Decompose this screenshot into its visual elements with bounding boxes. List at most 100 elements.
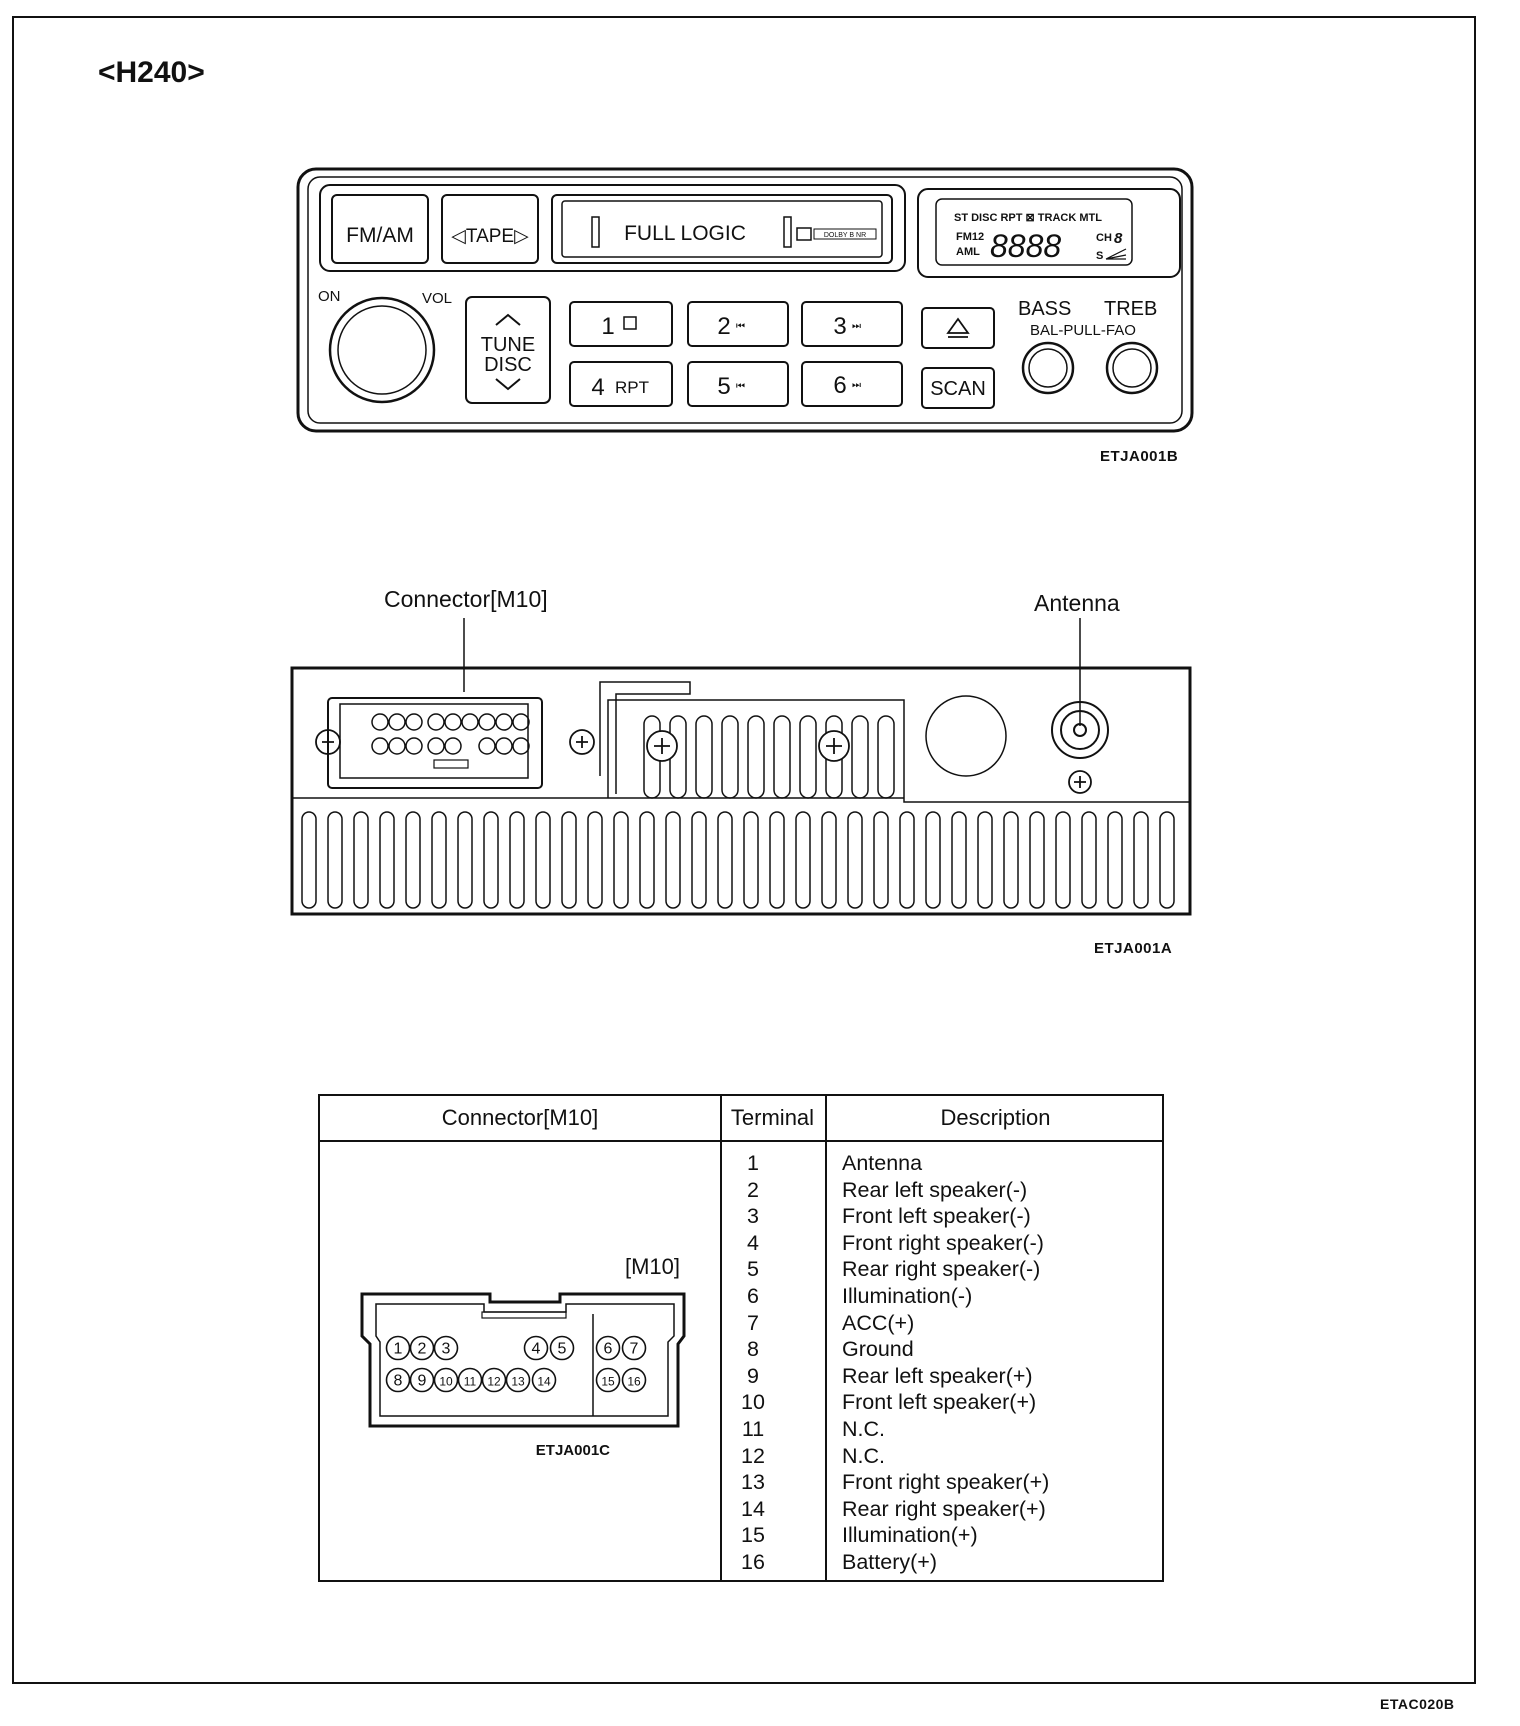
connector-pin: 13 bbox=[505, 1367, 531, 1393]
connector-pin: 9 bbox=[409, 1367, 435, 1393]
display-digits: 8888 bbox=[990, 228, 1061, 264]
table-row: 5 Rear right speaker(-) bbox=[320, 1256, 1162, 1283]
preset-5-label: 5 bbox=[717, 373, 730, 400]
screw-icon bbox=[818, 730, 850, 762]
terminal-cell: 5 bbox=[747, 1257, 759, 1282]
head-unit-front: FM/AM ◁TAPE▷ FULL LOGIC DOLBY B NR ST DI… bbox=[296, 167, 1194, 433]
dolby-icon bbox=[796, 227, 812, 241]
preset-4-button[interactable]: 4 RPT bbox=[569, 361, 673, 407]
preset-6-button[interactable]: 6 ⏭ bbox=[801, 361, 903, 407]
display-fm12: FM12 bbox=[956, 231, 984, 243]
connector-pin: 2 bbox=[409, 1335, 435, 1361]
forward-icon: ⏭ bbox=[852, 321, 861, 332]
display-ch-digit: 8 bbox=[1114, 230, 1123, 247]
terminal-cell: 8 bbox=[747, 1337, 759, 1362]
pin-number: 14 bbox=[537, 1375, 551, 1389]
rear-port-hole bbox=[925, 695, 1007, 777]
tape-button[interactable]: ◁TAPE▷ bbox=[441, 194, 539, 264]
description-cell: N.C. bbox=[842, 1416, 885, 1441]
pin-number: 13 bbox=[511, 1375, 525, 1389]
pin-number: 4 bbox=[532, 1341, 541, 1358]
description-cell: Ground bbox=[842, 1337, 914, 1362]
connector-m10-label: [M10] bbox=[625, 1254, 680, 1279]
preset-3-button[interactable]: 3 ⏭ bbox=[801, 301, 903, 347]
header-terminal: Terminal bbox=[730, 1105, 815, 1130]
eject-icon bbox=[946, 317, 970, 338]
header-connector: Connector[M10] bbox=[441, 1105, 599, 1130]
terminal-cell: 11 bbox=[741, 1416, 765, 1441]
bass-knob[interactable] bbox=[1021, 341, 1075, 395]
connector-pin: 5 bbox=[549, 1335, 575, 1361]
pin-number: 5 bbox=[558, 1341, 567, 1358]
connector-pin: 12 bbox=[481, 1367, 507, 1393]
tune-disc-button[interactable]: TUNE DISC bbox=[465, 296, 551, 404]
preset-1-icon bbox=[623, 316, 637, 330]
connector-pin: 16 bbox=[621, 1367, 647, 1393]
preset-1-button[interactable]: 1 bbox=[569, 301, 673, 347]
chevron-down-icon bbox=[495, 378, 521, 391]
screw-icon bbox=[569, 729, 595, 755]
description-cell: Illumination(+) bbox=[842, 1523, 978, 1548]
pin-number: 12 bbox=[487, 1375, 501, 1389]
pin-number: 11 bbox=[464, 1375, 477, 1389]
display-s: S bbox=[1096, 250, 1103, 262]
table-row: 8 Ground bbox=[320, 1336, 1162, 1363]
scan-label: SCAN bbox=[930, 378, 986, 400]
connector-housing bbox=[360, 1292, 686, 1428]
screw-icon bbox=[315, 729, 341, 755]
lcd-display: ST DISC RPT ⊠ TRACK MTL FM12 AML 8888 CH… bbox=[917, 188, 1181, 278]
antenna-label: Antenna bbox=[1034, 590, 1120, 616]
preset-2-button[interactable]: 2 ⏮ bbox=[687, 301, 789, 347]
description-cell: Front left speaker(+) bbox=[842, 1390, 1037, 1415]
volume-knob[interactable] bbox=[328, 296, 436, 404]
faceplate-inner bbox=[307, 176, 1183, 424]
signal-icon bbox=[1105, 248, 1127, 260]
page-frame bbox=[12, 16, 1476, 1684]
connector-pin: 8 bbox=[385, 1367, 411, 1393]
pin-number: 1 bbox=[394, 1341, 403, 1358]
preset-4-label: 4 bbox=[591, 374, 604, 401]
connector-pin: 3 bbox=[433, 1335, 459, 1361]
display-aml: AML bbox=[956, 246, 980, 258]
rear-view bbox=[290, 618, 1192, 916]
preset-2-label: 2 bbox=[717, 313, 730, 340]
eject-button[interactable] bbox=[921, 307, 995, 349]
connector-pin: 7 bbox=[621, 1335, 647, 1361]
rear-connector-label: Connector[M10] bbox=[384, 586, 548, 612]
treble-knob[interactable] bbox=[1105, 341, 1159, 395]
rewind-icon: ⏮ bbox=[736, 381, 745, 392]
preset-3-label: 3 bbox=[833, 313, 846, 340]
bass-label: BASS bbox=[1018, 298, 1071, 320]
description-cell: Rear right speaker(-) bbox=[842, 1257, 1041, 1282]
scan-button[interactable]: SCAN bbox=[921, 367, 995, 409]
terminal-cell: 1 bbox=[747, 1151, 759, 1175]
pin-number: 6 bbox=[604, 1341, 613, 1358]
full-logic-label: FULL LOGIC bbox=[624, 222, 746, 245]
figure-code-rear: ETJA001A bbox=[1094, 940, 1173, 957]
preset-5-button[interactable]: 5 ⏮ bbox=[687, 361, 789, 407]
description-cell: Front right speaker(+) bbox=[842, 1470, 1050, 1495]
model-title: <H240> bbox=[98, 56, 205, 89]
page-code: ETAC020B bbox=[1380, 1696, 1455, 1712]
terminal-cell: 6 bbox=[747, 1283, 759, 1308]
display-ch: CH bbox=[1096, 232, 1112, 244]
terminal-cell: 16 bbox=[741, 1549, 765, 1574]
connector-pin: 6 bbox=[595, 1335, 621, 1361]
disc-label: DISC bbox=[484, 354, 532, 376]
terminal-cell: 3 bbox=[747, 1204, 759, 1229]
chevron-up-icon bbox=[495, 313, 521, 326]
figure-code-front: ETJA001B bbox=[1100, 448, 1179, 465]
fm-am-button[interactable]: FM/AM bbox=[331, 194, 429, 264]
terminal-cell: 15 bbox=[741, 1523, 765, 1548]
on-label: ON bbox=[318, 288, 341, 305]
connector-pin: 11 bbox=[457, 1367, 483, 1393]
